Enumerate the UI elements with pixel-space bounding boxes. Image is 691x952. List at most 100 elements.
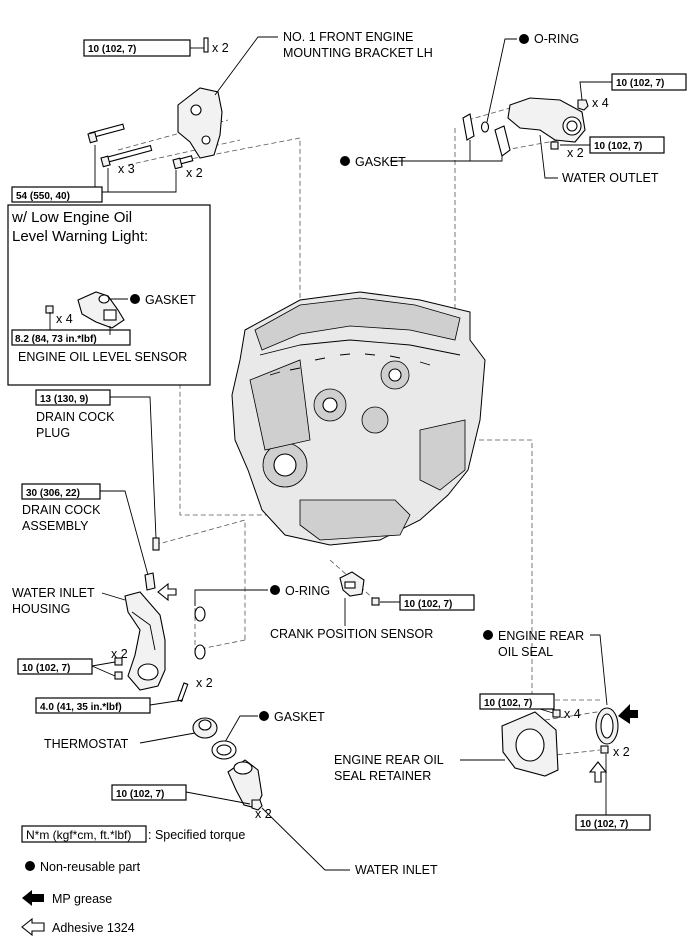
torque-crank-sensor: 10 (102, 7) — [404, 599, 452, 610]
label-rear-retainer-1: ENGINE REAR OIL — [334, 753, 444, 767]
torque-box-water-inlet — [111, 784, 187, 801]
legend-mp-grease: MP grease — [52, 892, 112, 906]
torque-bracket-bolts: 54 (550, 40) — [16, 191, 70, 202]
label-water-outlet: WATER OUTLET — [562, 171, 659, 185]
label-oring-mid: O-RING — [285, 584, 330, 598]
legend-mp-grease-arrow — [22, 890, 44, 906]
torque-box-drain-assy — [21, 483, 101, 500]
torque-box-retainer — [479, 693, 555, 710]
front-mounting-bracket — [177, 87, 223, 159]
qty-oil-sensor: x 4 — [56, 312, 73, 326]
inlet-housing-bolt-2 — [114, 671, 123, 680]
bracket-bolt-long-2 — [100, 144, 153, 168]
oil-sensor-gasket — [98, 294, 110, 304]
qty-outlet-bolt: x 2 — [567, 146, 584, 160]
retainer-bolt — [552, 709, 561, 718]
label-drain-assy-1: DRAIN COCK — [22, 503, 101, 517]
inlet-housing-bolt-1 — [114, 657, 123, 666]
torque-outlet-nut: 10 (102, 7) — [616, 78, 664, 89]
drain-cock-assy-part — [144, 572, 156, 591]
bracket-stud — [203, 37, 209, 53]
water-inlet-nut — [251, 799, 263, 811]
box-title-2: Level Warning Light: — [12, 228, 148, 245]
adhesive-arrow-drain — [157, 582, 177, 602]
torque-bracket-top: 10 (102, 7) — [88, 44, 136, 55]
qty-bracket-bolts-a: x 3 — [118, 162, 135, 176]
box-title-1: w/ Low Engine Oil — [11, 209, 132, 226]
gasket-bottom-inner — [216, 744, 232, 756]
label-water-inlet: WATER INLET — [355, 863, 438, 877]
label-front-bracket-2: MOUNTING BRACKET LH — [283, 46, 433, 60]
legend-adhesive-arrow — [21, 917, 45, 937]
outlet-gasket-1 — [462, 113, 475, 141]
engine-block — [231, 291, 486, 546]
label-rear-retainer-2: SEAL RETAINER — [334, 769, 431, 783]
torque-retainer: 10 (102, 7) — [484, 698, 532, 709]
torque-box-oil-sensor — [11, 329, 131, 346]
water-inlet-housing-part — [124, 591, 166, 691]
label-oring-top: O-RING — [534, 32, 579, 46]
non-reusable-dot-rear-seal — [483, 630, 493, 640]
drain-cock-plug-part — [152, 537, 160, 551]
oil-level-sensor-part — [77, 291, 125, 329]
rear-seal-bolt — [600, 745, 609, 754]
label-water-inlet-housing-1: WATER INLET — [12, 586, 95, 600]
torque-drain-plug: 13 (130, 9) — [40, 394, 88, 405]
water-outlet-part — [507, 97, 586, 143]
non-reusable-dot-oring-mid — [270, 585, 280, 595]
label-front-bracket-1: NO. 1 FRONT ENGINE — [283, 30, 413, 44]
torque-oil-sensor: 8.2 (84, 73 in.*lbf) — [15, 334, 97, 345]
bracket-bolt-long — [87, 123, 125, 144]
label-drain-plug-2: PLUG — [36, 426, 70, 440]
torque-box-stud — [35, 697, 151, 714]
torque-water-inlet: 10 (102, 7) — [116, 789, 164, 800]
outlet-oring — [480, 121, 490, 133]
non-reusable-dot-oring-top — [519, 34, 529, 44]
adhesive-arrow-retainer — [588, 761, 608, 783]
label-rear-seal-2: OIL SEAL — [498, 645, 553, 659]
torque-drain-assy: 30 (306, 22) — [26, 488, 80, 499]
torque-stud: 4.0 (41, 35 in.*lbf) — [40, 702, 122, 713]
outlet-bolt — [550, 141, 559, 150]
label-drain-plug-1: DRAIN COCK — [36, 410, 115, 424]
crank-sensor-bolt — [371, 597, 380, 606]
non-reusable-dot-gasket-bottom — [259, 711, 269, 721]
legend-torque-box-text: N*m (kgf*cm, ft.*lbf) — [26, 828, 131, 842]
qty-inlet-housing: x 2 — [111, 647, 128, 661]
qty-water-inlet: x 2 — [255, 807, 272, 821]
torque-outlet-bolt: 10 (102, 7) — [594, 141, 642, 152]
label-thermostat: THERMOSTAT — [44, 737, 129, 751]
legend-adhesive: Adhesive 1324 — [52, 921, 135, 935]
legend-torque-box — [21, 825, 147, 843]
label-drain-assy-2: ASSEMBLY — [22, 519, 89, 533]
oil-sensor-bolt — [45, 305, 54, 314]
torque-box-inlet-housing — [17, 658, 93, 675]
stud-part — [177, 682, 189, 702]
label-oil-level-sensor: ENGINE OIL LEVEL SENSOR — [18, 350, 187, 364]
label-crank-sensor: CRANK POSITION SENSOR — [270, 627, 433, 641]
low-oil-level-box — [7, 204, 211, 386]
rear-seal-retainer-part — [501, 711, 559, 777]
rear-oil-seal-part — [595, 707, 619, 745]
legend-torque-text: : Specified torque — [148, 828, 245, 842]
qty-retainer: x 4 — [564, 707, 581, 721]
torque-inlet-housing: 10 (102, 7) — [22, 663, 70, 674]
non-reusable-dot-gasket-top — [340, 156, 350, 166]
qty-outlet-nut: x 4 — [592, 96, 609, 110]
legend-non-reusable-dot — [25, 861, 35, 871]
legend: N*m (kgf*cm, ft.*lbf) : Specified torque… — [21, 825, 245, 937]
oring-inlet-1 — [194, 606, 206, 622]
qty-rear-seal-bolt: x 2 — [613, 745, 630, 759]
water-inlet-part — [227, 759, 263, 809]
label-gasket-bottom: GASKET — [274, 710, 325, 724]
torque-box-rear-seal-bolt — [575, 814, 651, 831]
label-gasket-top: GASKET — [355, 155, 406, 169]
label-water-inlet-housing-2: HOUSING — [12, 602, 70, 616]
qty-bracket-top: x 2 — [212, 41, 229, 55]
qty-bracket-bolts-b: x 2 — [186, 166, 203, 180]
torque-box-crank-sensor — [399, 594, 475, 611]
mp-grease-arrow-seal — [618, 704, 638, 724]
legend-non-reusable: Non-reusable part — [40, 860, 141, 874]
non-reusable-dot-gasket-box — [130, 294, 140, 304]
